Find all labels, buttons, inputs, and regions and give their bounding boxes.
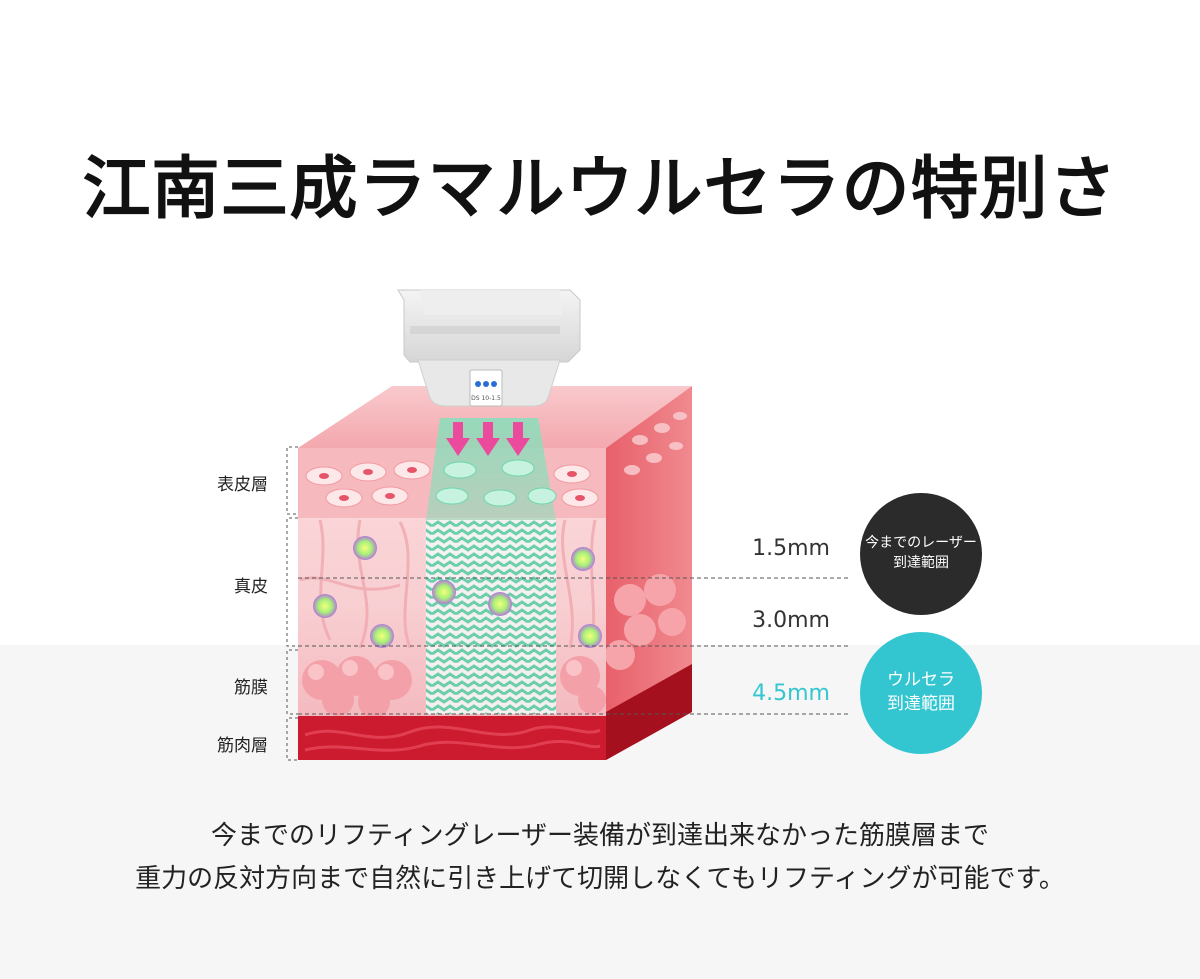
ulthera-badge-line1: ウルセラ [887,670,955,691]
layer-label-epidermis: 表皮層 [217,475,268,495]
skin-layer-diagram: DS 10-1.5 [286,289,848,761]
layer-label-fascia: 筋膜 [234,678,268,698]
page-title: 江南三成ラマルウルセラの特別さ [82,150,1118,229]
device-model-text: DS 10-1.5 [471,395,501,402]
depth-label-1-5mm: 1.5mm [752,536,830,561]
ulthera-badge-line2: 到達範囲 [887,694,955,714]
laser-badge-line1: 今までのレーザー [865,535,977,552]
layer-label-muscle: 筋肉層 [217,736,268,756]
ulthera-reach-badge: ウルセラ 到達範囲 [860,632,982,754]
layer-label-dermis: 真皮 [234,577,268,597]
depth-label-4-5mm: 4.5mm [752,681,830,706]
laser-reach-badge: 今までのレーザー 到達範囲 [860,493,982,615]
description-line-1: 今までのリフティングレーザー装備が到達出来なかった筋膜層まで [211,821,989,851]
laser-badge-line2: 到達範囲 [892,555,949,571]
depth-label-3-0mm: 3.0mm [752,608,830,633]
description-line-2: 重力の反対方向まで自然に引き上げて切開しなくてもリフティングが可能です。 [135,864,1065,894]
